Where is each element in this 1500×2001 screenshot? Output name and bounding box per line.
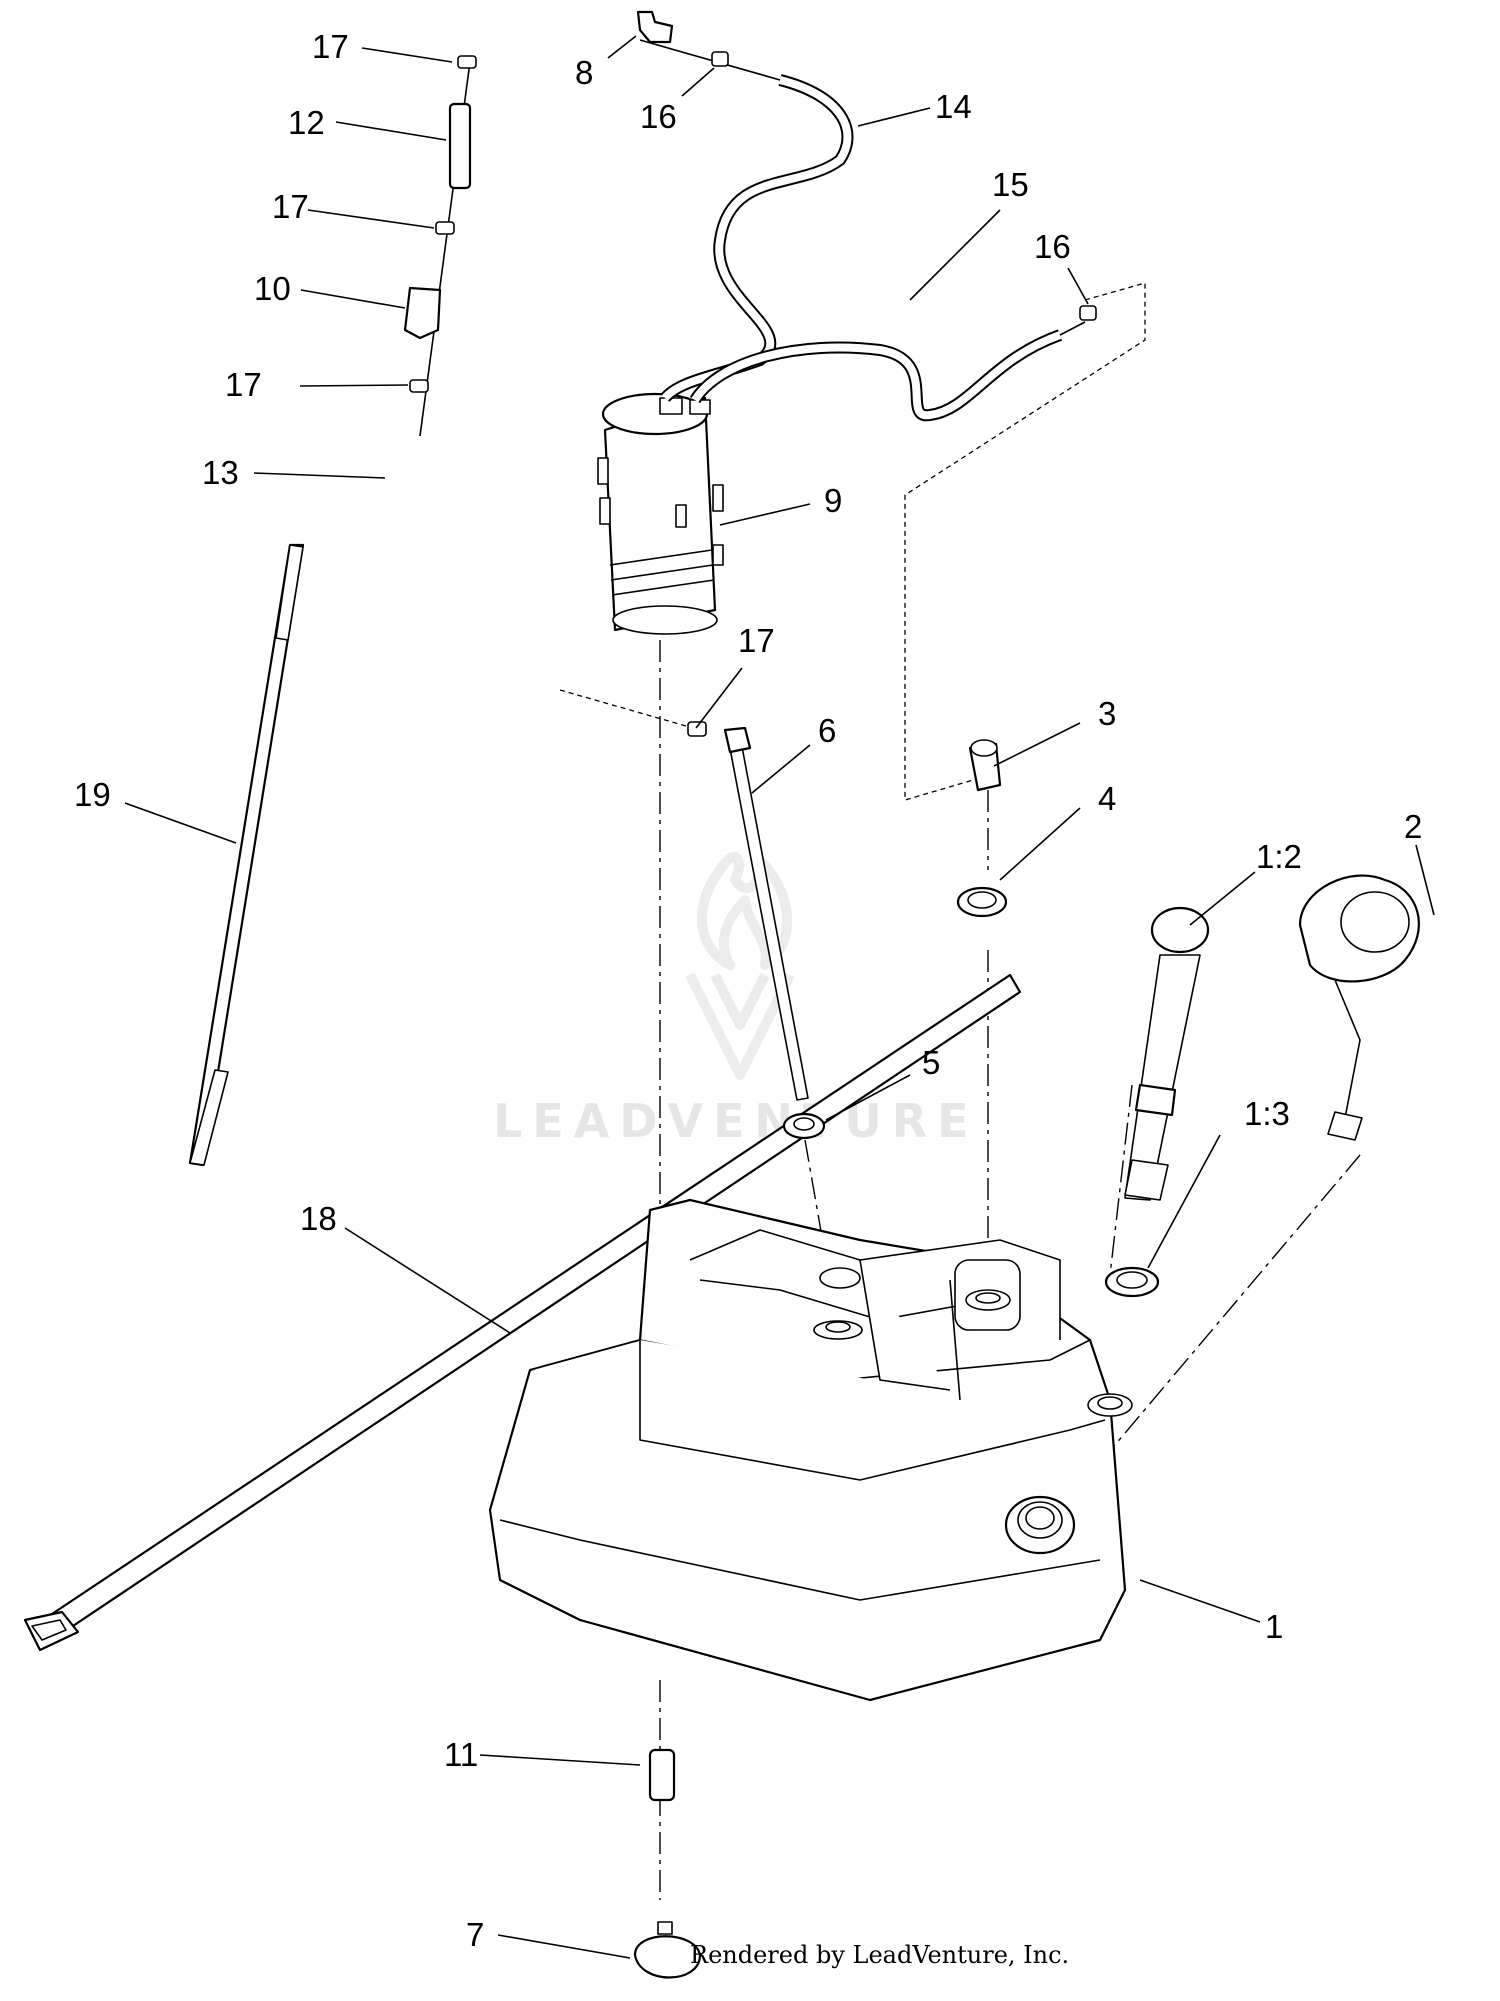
callout-17-a: 17 <box>312 28 349 65</box>
part-9-canister <box>597 392 724 635</box>
callout-17-b: 17 <box>272 188 309 225</box>
callout-5: 5 <box>922 1044 940 1081</box>
callout-7: 7 <box>466 1916 484 1953</box>
part-6-tube <box>687 721 809 1101</box>
callout-12: 12 <box>288 104 325 141</box>
part-18-strap <box>23 973 1022 1652</box>
callout-1: 1 <box>1265 1608 1283 1645</box>
part-19-threaded-rod <box>188 543 305 1167</box>
leader-lines <box>124 35 1435 1959</box>
callout-19: 19 <box>74 776 111 813</box>
callout-2: 2 <box>1404 808 1422 845</box>
callout-8: 8 <box>575 54 593 91</box>
watermark-text: LEADVENTURE <box>493 1094 979 1148</box>
filter-line <box>403 55 477 437</box>
part-16-clamp-right <box>1079 305 1097 321</box>
part-17-clamp-lower <box>687 721 707 737</box>
part-8-fitting <box>636 10 674 44</box>
part-7-foot <box>633 1935 702 1979</box>
callout-10: 10 <box>254 270 291 307</box>
callout-18: 18 <box>300 1200 337 1237</box>
callout-9: 9 <box>824 482 842 519</box>
part-17-clamp-mid <box>435 221 455 235</box>
part-2-fuel-cap <box>1298 874 1420 1141</box>
fittings-top <box>636 10 1097 321</box>
part-10-fuel-filter <box>403 286 442 340</box>
callout-11: 11 <box>444 1736 478 1773</box>
callout-15: 15 <box>992 166 1029 203</box>
part-16-clamp-top <box>711 51 729 67</box>
callout-6: 6 <box>818 712 836 749</box>
callout-3: 3 <box>1098 695 1116 732</box>
part-1-fuel-tank <box>488 1198 1133 1702</box>
part-17-clamp-top <box>457 55 477 69</box>
callout-1-2: 1:2 <box>1256 838 1302 875</box>
render-credit: Rendered by LeadVenture, Inc. <box>690 1941 1069 1969</box>
callout-16-a: 16 <box>640 98 677 135</box>
part-11-spacer <box>648 1748 676 1802</box>
part-1-2-fuel-gauge <box>1124 906 1210 1201</box>
callout-17-d: 17 <box>738 622 775 659</box>
callout-16-b: 16 <box>1034 228 1071 265</box>
callout-13: 13 <box>202 454 239 491</box>
watermark: LEADVENTURE <box>493 852 979 1148</box>
callout-17-c: 17 <box>225 366 262 403</box>
callout-1-3: 1:3 <box>1244 1095 1290 1132</box>
hoses <box>399 39 1086 687</box>
callouts: 17 12 17 10 17 13 8 16 14 15 16 9 19 17 … <box>74 28 1422 1953</box>
callout-4: 4 <box>1098 780 1116 817</box>
grommets <box>782 739 1160 1298</box>
callout-14: 14 <box>935 88 972 125</box>
bottom-parts <box>633 1748 702 1979</box>
part-17-clamp-low <box>409 379 429 393</box>
part-12-hose <box>448 102 472 190</box>
